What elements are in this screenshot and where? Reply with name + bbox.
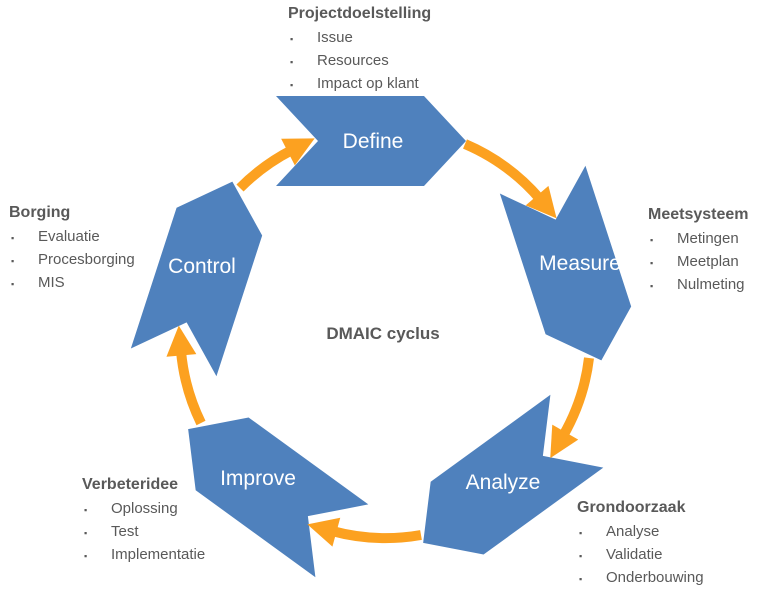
annotation-analyze: Grondoorzaak ▪ Analyse ▪ Validatie ▪ Onderb… [577, 498, 704, 590]
bullet-icon: ▪ [290, 80, 294, 90]
bullet-icon: ▪ [290, 34, 294, 44]
list-item: ▪ Nulmeting [648, 274, 749, 297]
list-item-label: Metingen [677, 230, 739, 247]
bullet-icon: ▪ [579, 574, 583, 584]
arrow-control-to-define [236, 138, 315, 192]
chevron-improve-shape [188, 417, 369, 578]
step-label-analyze: Analyze [465, 471, 541, 494]
list-item-label: Onderbouwing [606, 569, 704, 586]
list-item-label: Evaluatie [38, 228, 100, 245]
annotation-improve: Verbeteridee ▪ Oplossing ▪ Test ▪ Implement… [82, 475, 205, 567]
bullet-icon: ▪ [650, 281, 654, 291]
list-item: ▪ Test [82, 521, 205, 544]
list-item: ▪ Implementatie [82, 544, 205, 567]
bullet-icon: ▪ [11, 256, 15, 266]
list-item: ▪ Onderbouwing [577, 567, 704, 590]
arrow-define-to-measure [462, 139, 557, 219]
list-item-label: Impact op klant [317, 75, 419, 92]
list-item-label: Validatie [606, 546, 663, 563]
annotation-heading: Projectdoelstelling [288, 5, 432, 22]
list-item-label: Procesborging [38, 251, 135, 268]
list-item-label: Resources [317, 52, 389, 69]
bullet-icon: ▪ [84, 551, 88, 561]
list-item: ▪ Metingen [648, 228, 749, 251]
list-item-label: Implementatie [111, 546, 206, 563]
list-item: ▪ Oplossing [82, 498, 205, 521]
list-item-label: Issue [317, 29, 353, 46]
list-item: ▪ Impact op klant [288, 73, 431, 96]
annotation-heading: Verbeteridee [82, 476, 179, 493]
arrow-analyze-to-improve [307, 517, 422, 547]
bullet-icon: ▪ [579, 551, 583, 561]
bullet-icon: ▪ [290, 57, 294, 67]
step-label-improve: Improve [220, 467, 296, 490]
bullet-icon: ▪ [579, 528, 583, 538]
list-item: ▪ Analyse [577, 521, 704, 544]
list-item-label: Analyse [606, 523, 660, 540]
list-item-label: Nulmeting [677, 276, 745, 293]
annotation-control: Borging ▪ Evaluatie ▪ Procesborging ▪ MIS [9, 203, 135, 295]
bullet-icon: ▪ [650, 235, 654, 245]
bullet-icon: ▪ [650, 258, 654, 268]
step-label-control: Control [168, 255, 236, 278]
list-item: ▪ Resources [288, 50, 431, 73]
annotation-define: Projectdoelstelling ▪ Issue ▪ Resources ▪ I… [288, 4, 431, 96]
list-item: ▪ Procesborging [9, 249, 135, 272]
annotation-heading: Meetsysteem [648, 206, 749, 223]
bullet-icon: ▪ [11, 279, 15, 289]
annotation-heading: Grondoorzaak [577, 499, 686, 516]
list-item: ▪ Evaluatie [9, 226, 135, 249]
step-label-define: Define [342, 130, 404, 153]
list-item-label: MIS [38, 274, 65, 291]
bullet-icon: ▪ [84, 528, 88, 538]
step-label-measure: Measure [539, 252, 621, 275]
bullet-icon: ▪ [84, 505, 88, 515]
arrow-improve-to-control [166, 325, 206, 426]
chevron-control-shape [130, 181, 263, 377]
annotation-measure: Meetsysteem ▪ Metingen ▪ Meetplan ▪ Nulmeti… [648, 205, 749, 297]
list-item: ▪ Issue [288, 27, 431, 50]
cycle-center-title: DMAIC cyclus [326, 324, 440, 343]
list-item: ▪ Validatie [577, 544, 704, 567]
list-item-label: Meetplan [677, 253, 739, 270]
chevron-define-shape [276, 96, 466, 186]
list-item-label: Test [111, 523, 139, 540]
bullet-icon: ▪ [11, 233, 15, 243]
annotation-heading: Borging [9, 204, 71, 221]
list-item: ▪ Meetplan [648, 251, 749, 274]
arrow-measure-to-analyze [550, 357, 594, 459]
list-item: ▪ MIS [9, 272, 135, 295]
chevron-analyze-shape [423, 394, 604, 555]
list-item-label: Oplossing [111, 500, 178, 517]
